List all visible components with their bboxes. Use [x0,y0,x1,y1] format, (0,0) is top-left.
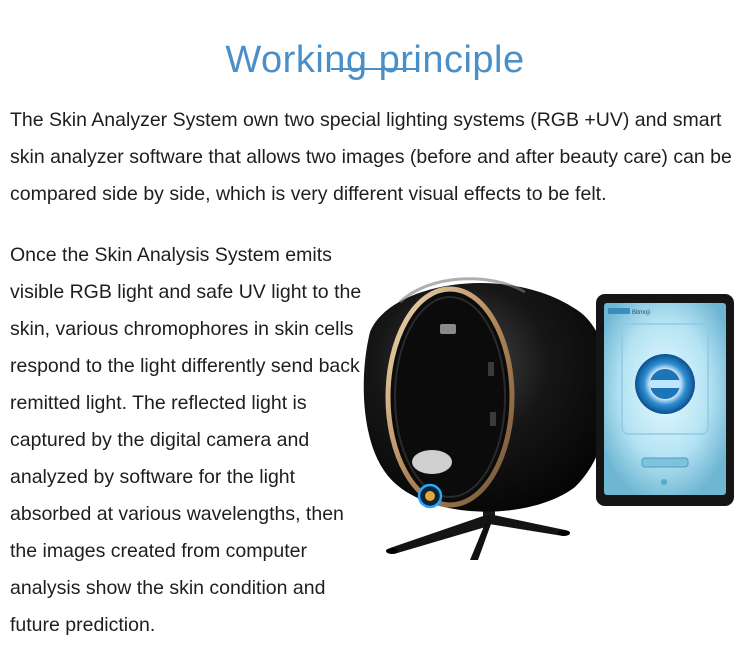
analyzer-shell [363,277,611,512]
tripod-stand [386,487,570,560]
tablet-brand-label: Bitmoji [632,310,650,316]
intro-paragraph: The Skin Analyzer System own two special… [10,109,732,205]
skin-analyzer-product-image: Bitmoji [360,272,745,562]
tablet-display: Bitmoji [596,294,734,506]
title-underline [331,68,417,70]
power-button-icon [417,483,443,509]
working-principle-paragraph: Once the Skin Analysis System emits visi… [10,244,362,636]
section-title: Working principle [225,39,525,82]
